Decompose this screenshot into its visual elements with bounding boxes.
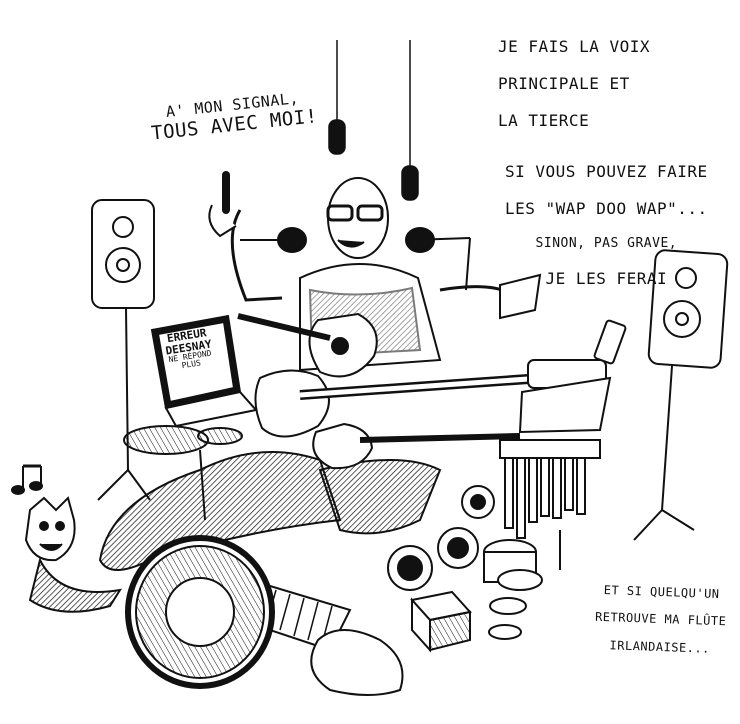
speech-flute: ET SI QUELQU'UN RETROUVE MA FLÛTE IRLAND… (593, 570, 728, 671)
right-speaker (633, 249, 729, 541)
hanging-mics (328, 40, 419, 201)
stand-mics (240, 227, 471, 291)
horns (387, 485, 495, 591)
speech-flute-line2: RETROUVE MA FLÛTE (594, 610, 727, 629)
guitars (237, 312, 607, 470)
music-note-icon (11, 464, 43, 495)
cat (24, 496, 123, 613)
cymbal (123, 425, 243, 521)
speech-wap: SI VOUS POUVEZ FAIRE LES "WAP DOO WAP"..… (505, 145, 708, 307)
speech-flute-line1: ET SI QUELQU'UN (603, 582, 720, 601)
speech-voice-line2: PRINCIPALE ET (498, 74, 630, 94)
speech-voice-line1: JE FAIS LA VOIX (498, 37, 650, 57)
speech-voice-line3: LA TIERCE (498, 110, 590, 130)
bass-drum (125, 535, 275, 689)
left-speaker (91, 199, 155, 501)
speech-wap-line3: SINON, PAS GRAVE, (535, 235, 678, 251)
floor-guitar (310, 629, 404, 696)
small-drums (483, 539, 543, 640)
wind-chimes (499, 439, 601, 570)
speech-wap-line2: LES "WAP DOO WAP"... (505, 199, 708, 219)
speech-voice: JE FAIS LA VOIX PRINCIPALE ET LA TIERCE (498, 20, 650, 149)
rubiks-cube (410, 590, 472, 653)
speech-flute-line3: IRLANDAISE... (609, 638, 711, 656)
tuner (593, 319, 627, 365)
speech-wap-line1: SI VOUS POUVEZ FAIRE (505, 162, 708, 182)
laptop (150, 314, 258, 428)
speech-wap-line4: JE LES FERAI (545, 269, 668, 289)
